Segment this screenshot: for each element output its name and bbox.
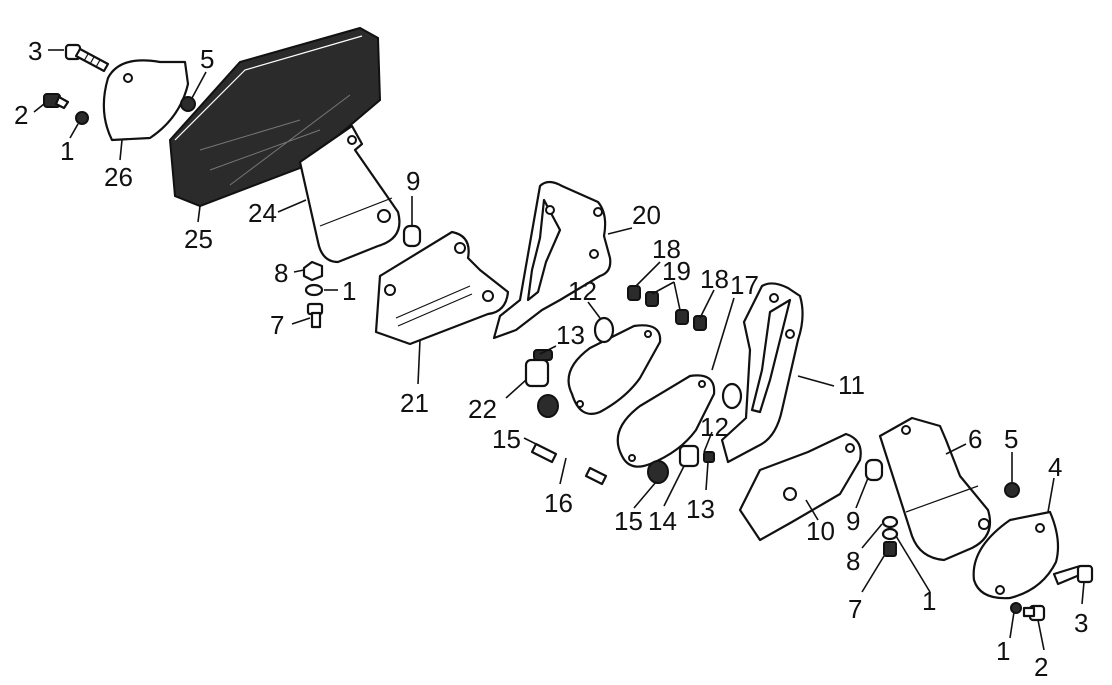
bolt-right bbox=[1052, 564, 1094, 586]
bracket-24 bbox=[298, 124, 401, 264]
callout-10: 10 bbox=[806, 516, 835, 546]
spacer-9-left bbox=[402, 224, 422, 248]
side-frame-11 bbox=[720, 282, 804, 464]
callout-9-left: 9 bbox=[406, 166, 420, 196]
valve-assembly-left bbox=[524, 349, 608, 486]
callout-7-right: 7 bbox=[848, 594, 862, 624]
callout-20: 20 bbox=[632, 200, 661, 230]
valve-assembly-right bbox=[647, 444, 715, 484]
callout-labels: 3 5 2 1 26 25 24 9 8 1 7 21 20 18 19 18 … bbox=[14, 36, 1088, 682]
callout-12-lower: 12 bbox=[700, 412, 729, 442]
callout-3-right: 3 bbox=[1074, 608, 1088, 638]
cover-plate-pair-17 bbox=[567, 324, 716, 468]
callout-12-upper: 12 bbox=[568, 276, 597, 306]
washer-left bbox=[75, 111, 89, 125]
callout-2-right: 2 bbox=[1034, 652, 1048, 682]
callout-5-right: 5 bbox=[1004, 424, 1018, 454]
side-frame-20 bbox=[492, 180, 612, 340]
end-cover-plate-left bbox=[102, 59, 190, 142]
callout-15-right: 15 bbox=[614, 506, 643, 536]
callout-6: 6 bbox=[968, 424, 982, 454]
callout-1-left: 1 bbox=[60, 136, 74, 166]
callout-16: 16 bbox=[544, 488, 573, 518]
hinge-bracket-21 bbox=[374, 230, 510, 346]
bolt-short-left bbox=[43, 93, 70, 110]
callout-8-left: 8 bbox=[274, 258, 288, 288]
callout-22: 22 bbox=[468, 394, 497, 424]
callout-19: 19 bbox=[662, 256, 691, 286]
callout-1-right-a: 1 bbox=[922, 586, 936, 616]
callout-26: 26 bbox=[104, 162, 133, 192]
nut-left bbox=[180, 96, 196, 112]
callout-1-right-b: 1 bbox=[996, 636, 1010, 666]
spacer-9-right bbox=[864, 458, 884, 482]
hinge-bracket-10 bbox=[738, 432, 862, 542]
bracket-6 bbox=[878, 416, 992, 562]
callout-25: 25 bbox=[184, 224, 213, 254]
housing-cowl bbox=[168, 26, 382, 208]
callout-8-right: 8 bbox=[846, 546, 860, 576]
leader-lines bbox=[33, 49, 1085, 651]
fastener-stack-right bbox=[881, 515, 899, 557]
end-cover-plate-right bbox=[972, 510, 1060, 600]
fastener-stack-left bbox=[302, 260, 324, 329]
bolt-left bbox=[64, 43, 110, 73]
callout-18-b: 18 bbox=[700, 264, 729, 294]
nut-right bbox=[1004, 482, 1020, 498]
callout-1-mid: 1 bbox=[342, 276, 356, 306]
callout-2-left: 2 bbox=[14, 100, 28, 130]
callout-18-a: 18 bbox=[652, 234, 681, 264]
callout-3-left: 3 bbox=[28, 36, 42, 66]
callout-4: 4 bbox=[1048, 452, 1062, 482]
callout-13-lower: 13 bbox=[686, 494, 715, 524]
callout-11: 11 bbox=[838, 370, 865, 400]
washer-12-upper bbox=[593, 316, 615, 344]
callout-17: 17 bbox=[730, 270, 759, 300]
callout-9-right: 9 bbox=[846, 506, 860, 536]
callout-7-left: 7 bbox=[270, 310, 284, 340]
callout-24: 24 bbox=[248, 198, 277, 228]
washer-right bbox=[1010, 602, 1022, 614]
callout-14: 14 bbox=[648, 506, 677, 536]
bolt-short-right bbox=[1022, 604, 1046, 622]
nuts-18-19 bbox=[627, 285, 707, 331]
callout-15-left: 15 bbox=[492, 424, 521, 454]
washer-12-lower bbox=[721, 382, 743, 410]
callout-5-left: 5 bbox=[200, 44, 214, 74]
callout-13-upper: 13 bbox=[556, 320, 585, 350]
callout-21: 21 bbox=[400, 388, 429, 418]
